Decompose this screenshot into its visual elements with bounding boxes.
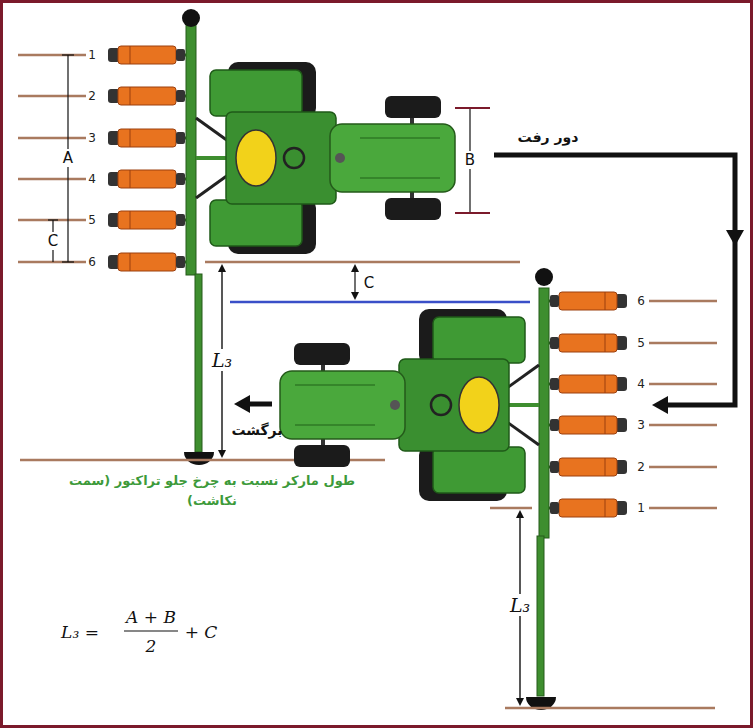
row-number: 3 (88, 131, 96, 145)
arrow-head (516, 510, 524, 518)
arrow-head (218, 450, 226, 458)
marker-pivot (182, 9, 200, 27)
marker-arm (195, 274, 202, 452)
row-number: 6 (637, 294, 645, 308)
row-number: 2 (637, 460, 645, 474)
row-number: 5 (88, 213, 96, 227)
row-line (205, 261, 520, 264)
formula-part: A + B (126, 607, 176, 627)
dimension-label: L₃ (210, 349, 234, 371)
row-number: 2 (88, 89, 96, 103)
row-number: 4 (637, 377, 645, 391)
marker-pivot (535, 268, 553, 286)
arrow-head (351, 264, 359, 272)
formula-part: L₃ = (61, 622, 99, 642)
arrow-head (234, 395, 250, 413)
dimension-tick (62, 54, 74, 55)
formula-part: + C (185, 622, 218, 642)
dimension-label: C (362, 274, 376, 292)
row-number: 1 (88, 48, 96, 62)
dimension-label: L₃ (508, 594, 532, 616)
dimension-tick (62, 261, 74, 262)
travel-path (494, 155, 735, 405)
row-number: 3 (637, 418, 645, 432)
travel-label: برگشت (231, 422, 282, 438)
formula-part: 2 (146, 636, 157, 656)
return-arrow (248, 402, 272, 407)
dimension-tick (455, 107, 490, 109)
fraction-bar (124, 630, 178, 631)
dimension-label: B (463, 151, 477, 169)
dimension-tick (455, 212, 490, 214)
marker-note: طول مارکر نسبت به چرخ جلو تراکتور (سمت ن… (52, 471, 372, 510)
row-number: 5 (637, 336, 645, 350)
dimension-label: C (46, 232, 60, 250)
marker-arm (537, 536, 544, 696)
arrow-head (351, 292, 359, 300)
dimension-tick (48, 219, 58, 220)
arrow-head (516, 698, 524, 706)
guide-line (230, 301, 530, 304)
travel-label: دور رفت (518, 129, 579, 145)
row-number: 6 (88, 255, 96, 269)
arrow-head (218, 264, 226, 272)
dimension-label: A (61, 149, 75, 167)
row-line (490, 507, 532, 510)
arrow-head (652, 396, 668, 414)
row-number: 4 (88, 172, 96, 186)
row-line (505, 707, 715, 710)
row-number: 1 (637, 501, 645, 515)
arrow-head (726, 230, 744, 246)
marker-disc (184, 452, 214, 465)
